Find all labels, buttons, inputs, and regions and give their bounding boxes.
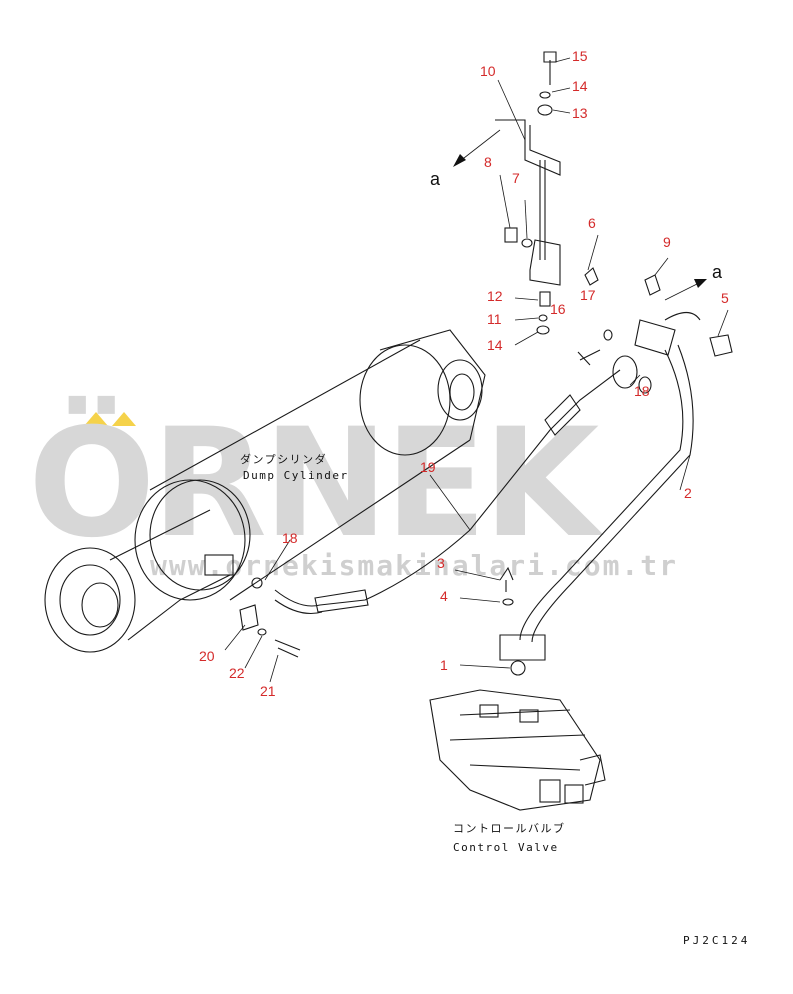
dump-cylinder-label-en: Dump Cylinder	[243, 469, 349, 482]
part-number-13: 13	[572, 105, 588, 121]
dump-cylinder-label-jp: ダンプシリンダ	[240, 452, 327, 466]
part-number-2: 2	[684, 485, 692, 501]
part-number-7: 7	[512, 170, 520, 186]
part-number-15: 15	[572, 48, 588, 64]
part-number-14b: 14	[487, 337, 503, 353]
part-number-21: 21	[260, 683, 276, 699]
part-number-12: 12	[487, 288, 503, 304]
control-valve: コントロールバルブ Control Valve	[429, 660, 606, 854]
part-number-10: 10	[480, 63, 496, 79]
watermark-accent-right	[112, 412, 136, 426]
part-number-20: 20	[199, 648, 215, 664]
part-number-labels: 15 14 13 10 8 7 6 9 5 12 16 17 11 14 18 …	[199, 48, 729, 699]
part-number-16: 16	[550, 301, 566, 317]
watermark: ÖRNEK www.ornekismakinalari.com.tr	[28, 395, 676, 582]
leader-lines	[224, 57, 729, 683]
bracket-assembly	[239, 51, 733, 658]
part-number-1: 1	[440, 657, 448, 673]
part-number-5: 5	[721, 290, 729, 306]
part-number-17: 17	[580, 287, 596, 303]
part-number-18b: 18	[282, 530, 298, 546]
control-valve-label-jp: コントロールバルブ	[453, 821, 566, 835]
dump-cylinder: ダンプシリンダ Dump Cylinder	[44, 329, 486, 653]
hose-19	[274, 355, 638, 615]
view-marker-left: a	[430, 169, 441, 189]
watermark-accent-left	[84, 412, 108, 426]
part-number-9: 9	[663, 234, 671, 250]
control-valve-label-en: Control Valve	[453, 841, 559, 854]
part-number-19: 19	[420, 459, 436, 475]
watermark-brand: ÖRNEK	[28, 395, 604, 571]
part-number-22: 22	[229, 665, 245, 681]
part-number-11: 11	[487, 311, 502, 327]
part-number-4: 4	[440, 588, 448, 604]
drawing-code: PJ2C124	[683, 934, 750, 947]
view-marker-right: a	[712, 262, 723, 282]
tube-2	[499, 311, 701, 661]
part-number-18: 18	[634, 383, 650, 399]
part-number-14: 14	[572, 78, 588, 94]
part-number-8: 8	[484, 154, 492, 170]
view-arrows: a a	[430, 129, 723, 301]
part-number-6: 6	[588, 215, 596, 231]
part-number-3: 3	[437, 555, 445, 571]
